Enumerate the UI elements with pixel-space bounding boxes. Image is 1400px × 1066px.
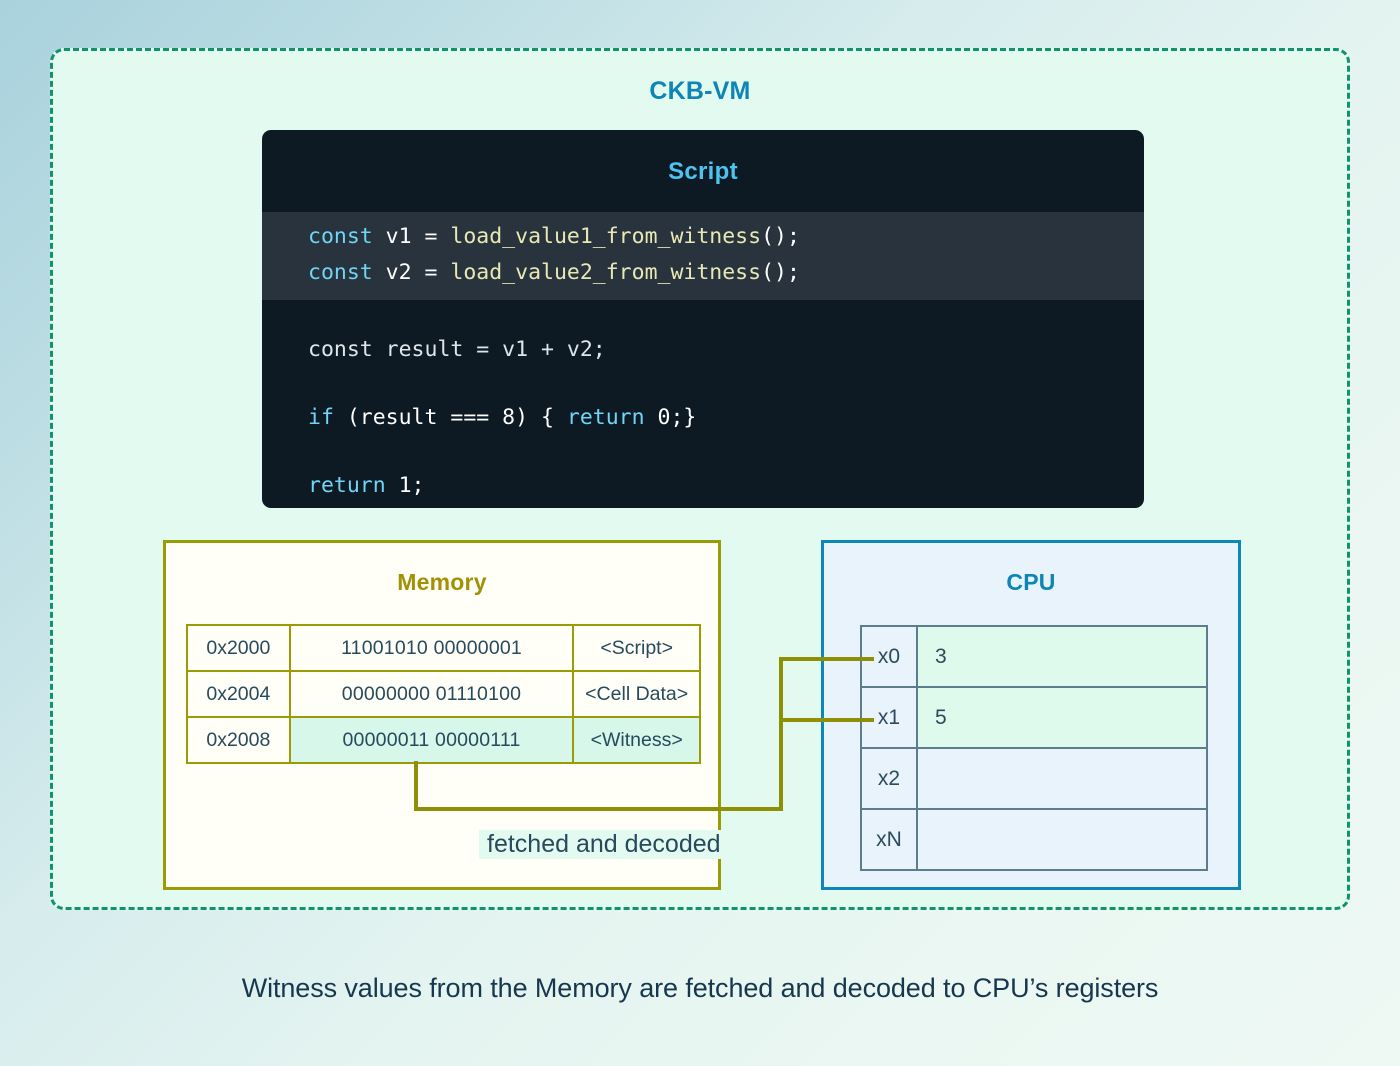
table-row: 0x2000 11001010 00000001 <Script>: [186, 624, 701, 672]
memory-bits-cell: 00000000 01110100: [288, 670, 575, 718]
register-name-x0: x0: [860, 625, 918, 688]
memory-label-cell: <Cell Data>: [572, 670, 701, 718]
diagram-caption: Witness values from the Memory are fetch…: [241, 973, 1159, 1003]
register-row: x1 5: [860, 686, 1208, 749]
register-value-x0: 3: [916, 625, 1208, 688]
register-row: xN: [860, 808, 1208, 871]
wire-fetch-baseline: [414, 807, 783, 811]
code-keyword-return: return: [566, 405, 645, 430]
code-text: v2 =: [372, 260, 451, 285]
table-row: 0x2004 00000000 01110100 <Cell Data>: [186, 670, 701, 718]
code-line-3: const result = v1 + v2;: [308, 337, 606, 362]
code-highlighted-block: const v1 = load_value1_from_witness(); c…: [262, 212, 1144, 300]
code-line-1: const v1 = load_value1_from_witness();: [262, 219, 1144, 255]
code-line-5: return 1;: [262, 468, 1144, 504]
script-code-area: const v1 = load_value1_from_witness(); c…: [262, 212, 1144, 504]
code-keyword-return: return: [308, 473, 386, 498]
register-value-x1: 5: [916, 686, 1208, 749]
table-row-highlighted: 0x2008 00000011 00000111 <Witness>: [186, 716, 701, 764]
code-keyword-const: const: [308, 260, 373, 285]
code-keyword-if: if: [308, 405, 334, 430]
code-text: v1 =: [372, 224, 451, 249]
register-value-xN: [916, 808, 1208, 871]
wire-branch-x0: [779, 657, 874, 661]
cpu-panel-title: CPU: [1006, 569, 1056, 595]
fetch-decode-label: fetched and decoded: [479, 830, 729, 859]
memory-panel: Memory 0x2000 11001010 00000001 <Script>…: [163, 540, 721, 890]
wire-branch-x1: [779, 718, 874, 722]
code-return-value: 0;}: [644, 405, 697, 430]
memory-address-cell: 0x2008: [186, 716, 291, 764]
memory-label-cell: <Witness>: [572, 716, 701, 764]
code-line-4: if (result === 8) { return 0;}: [262, 400, 1144, 436]
script-panel-title: Script: [668, 158, 738, 185]
memory-table-body: 0x2000 11001010 00000001 <Script> 0x2004…: [186, 624, 701, 764]
memory-address-cell: 0x2004: [186, 670, 291, 718]
register-row: x2: [860, 747, 1208, 810]
memory-panel-title: Memory: [397, 569, 487, 595]
wire-memory-drop: [414, 761, 418, 811]
register-row: x0 3: [860, 625, 1208, 688]
page-title: CKB-VM: [649, 77, 751, 105]
ckb-vm-container: CKB-VM Script const v1 = load_value1_fro…: [50, 48, 1350, 910]
register-name-x2: x2: [860, 747, 918, 810]
code-punctuation: ();: [761, 224, 800, 249]
code-function-name: load_value2_from_witness: [450, 260, 762, 285]
code-spacer: [262, 436, 1144, 468]
memory-bits-cell: 00000011 00000111: [288, 716, 575, 764]
register-name-xN: xN: [860, 808, 918, 871]
cpu-register-table-body: x0 3 x1 5 x2 xN: [860, 625, 1208, 871]
wire-riser-to-cpu: [779, 657, 783, 811]
cpu-register-table: x0 3 x1 5 x2 xN: [860, 625, 1208, 871]
code-line-2: const v2 = load_value2_from_witness();: [262, 255, 1144, 291]
script-panel: Script const v1 = load_value1_from_witne…: [262, 130, 1144, 508]
cpu-panel: CPU x0 3 x1 5 x2 xN: [821, 540, 1241, 890]
memory-bits-cell: 11001010 00000001: [288, 624, 575, 672]
memory-table: 0x2000 11001010 00000001 <Script> 0x2004…: [186, 624, 701, 764]
register-value-x2: [916, 747, 1208, 810]
register-name-x1: x1: [860, 686, 918, 749]
code-return-value: 1;: [385, 473, 425, 498]
code-condition: (result === 8) {: [333, 405, 567, 430]
code-spacer: [262, 368, 1144, 400]
memory-address-cell: 0x2000: [186, 624, 291, 672]
code-punctuation: ();: [761, 260, 800, 285]
code-spacer: [262, 300, 1144, 332]
code-function-name: load_value1_from_witness: [450, 224, 762, 249]
code-keyword-const: const: [308, 224, 373, 249]
memory-label-cell: <Script>: [572, 624, 701, 672]
